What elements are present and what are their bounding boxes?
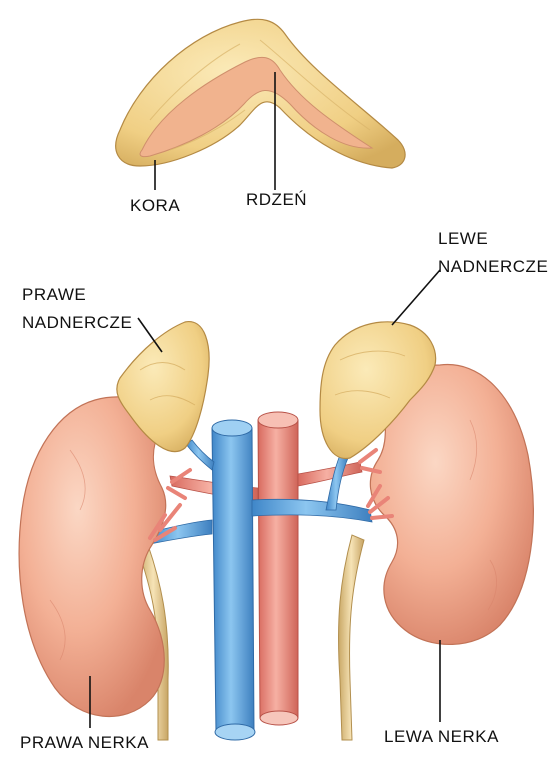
vena-cava-trunk [212,428,254,732]
left-kidney: LEWA NERKA [370,365,533,746]
right-adrenal-label-line1: PRAWE [22,285,86,304]
right-adrenal-vein [186,440,214,470]
left-adrenal-label-line1: LEWE [438,229,488,248]
aorta-bottom-opening [260,711,298,725]
left-kidney-label: LEWA NERKA [384,727,499,746]
cortex-label: KORA [130,196,180,215]
left-adrenal-vein [326,455,348,510]
medulla-label: RDZEŃ [246,190,307,209]
vena-cava-top-opening [212,420,252,436]
left-ureter [339,535,365,740]
aorta-trunk [258,420,298,718]
aorta [170,412,362,725]
right-kidney-shape [19,397,166,717]
left-adrenal-label-line2: NADNERCZE [438,257,548,276]
vena-cava-bottom-opening [215,724,255,740]
right-kidney: PRAWA NERKA [19,397,166,752]
left-renal-artery [298,462,362,486]
aorta-top-opening [258,412,298,428]
left-adrenal-leader-line [392,270,440,325]
adrenal-cross-section: KORA RDZEŃ [116,19,405,215]
right-adrenal-label-line2: NADNERCZE [22,313,132,332]
right-kidney-label: PRAWA NERKA [20,733,149,752]
